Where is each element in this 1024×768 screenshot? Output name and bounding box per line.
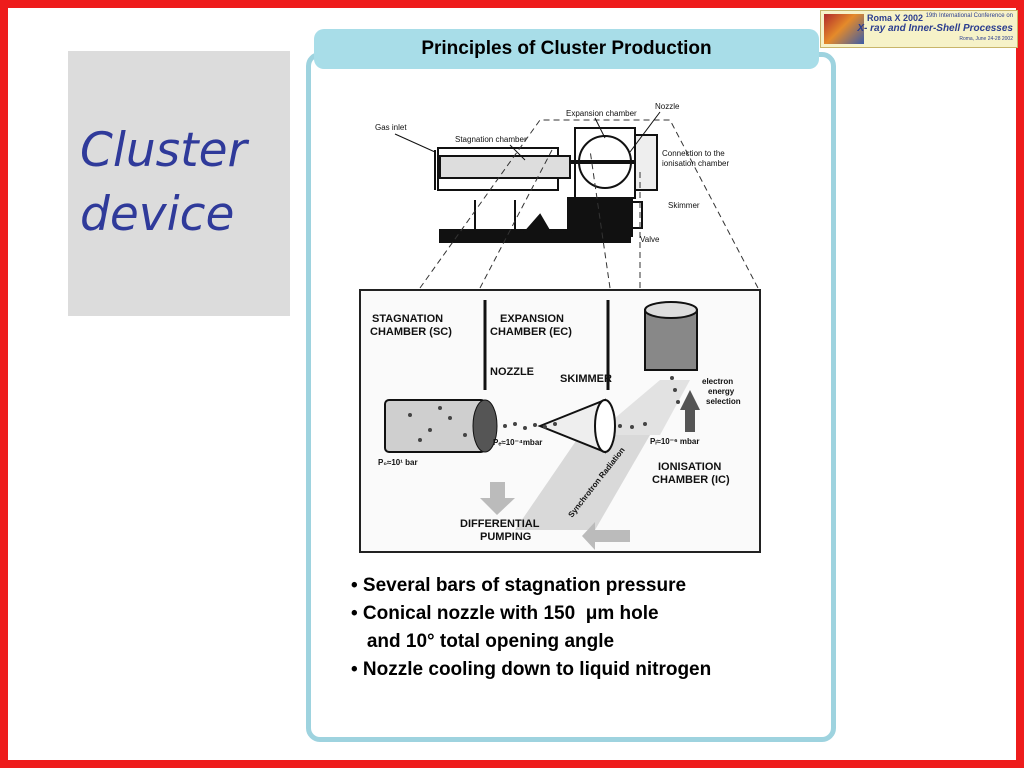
- label-skimmer-schematic: SKIMMER: [560, 373, 612, 385]
- label-skimmer: Skimmer: [668, 201, 700, 210]
- label-nozzle: Nozzle: [655, 102, 680, 111]
- logo-line-1: 19th International Conference on: [925, 13, 1013, 19]
- slide-title-box: Cluster device: [68, 51, 290, 316]
- label-expansion-chamber: Expansion chamber: [566, 109, 637, 118]
- label-nozzle-schematic: NOZZLE: [490, 366, 534, 378]
- projection-lines: [419, 119, 759, 289]
- title-line-1: Cluster: [80, 123, 247, 178]
- label-stagnation-2: CHAMBER (SC): [370, 326, 452, 338]
- logo-event: Roma X 2002: [867, 13, 924, 23]
- slide-title: Cluster device: [80, 119, 247, 247]
- conference-logo: Roma X 2002 19th International Conferenc…: [820, 10, 1018, 48]
- label-ionisation-2: CHAMBER (IC): [652, 474, 730, 486]
- label-stagnation-chamber: Stagnation chamber: [455, 135, 527, 144]
- label-expansion-2: CHAMBER (EC): [490, 326, 572, 338]
- schematic-box: [359, 289, 761, 553]
- label-electron-1: electron: [702, 377, 733, 386]
- label-stagnation-1: STAGNATION: [372, 313, 443, 325]
- top-leader-lines: [394, 111, 661, 161]
- label-gas-inlet: Gas inlet: [375, 123, 407, 132]
- label-differential-2: PUMPING: [480, 531, 531, 543]
- label-pi: Pᵢ≈10⁻⁶ mbar: [650, 437, 699, 446]
- label-p0: P₀≈10¹ bar: [378, 458, 418, 467]
- label-electron-2: energy: [708, 387, 735, 396]
- label-valve: Valve: [640, 235, 660, 244]
- title-line-2: device: [80, 187, 235, 242]
- label-ionisation-1: IONISATION: [658, 461, 721, 473]
- panel-header: Principles of Cluster Production: [314, 29, 819, 69]
- logo-line-2: X- ray and Inner-Shell Processes: [857, 23, 1013, 34]
- cluster-device-diagram: Gas inlet Stagnation chamber Expansion c…: [340, 90, 770, 560]
- bullet-item-2: • Conical nozzle with 150 μm hole: [351, 603, 659, 624]
- bullet-item-3: and 10° total opening angle: [351, 631, 615, 652]
- bullet-item-1: • Several bars of stagnation pressure: [351, 575, 687, 596]
- diagram-svg: Gas inlet Stagnation chamber Expansion c…: [359, 102, 761, 553]
- feature-bullet-list: • Several bars of stagnation pressure • …: [351, 572, 711, 684]
- logo-image: [824, 14, 864, 44]
- label-connection-2: ionisation chamber: [662, 159, 729, 168]
- label-pe: Pₑ≈10⁻⁴mbar: [493, 438, 542, 447]
- apparatus-drawing: [434, 127, 658, 243]
- label-differential-1: DIFFERENTIAL: [460, 518, 540, 530]
- bullet-item-4: • Nozzle cooling down to liquid nitrogen: [351, 659, 712, 680]
- label-expansion-1: EXPANSION: [500, 313, 564, 325]
- label-electron-3: selection: [706, 397, 741, 406]
- label-connection-1: Connection to the: [662, 149, 725, 158]
- logo-line-3: Roma, June 24-28 2002: [959, 36, 1013, 42]
